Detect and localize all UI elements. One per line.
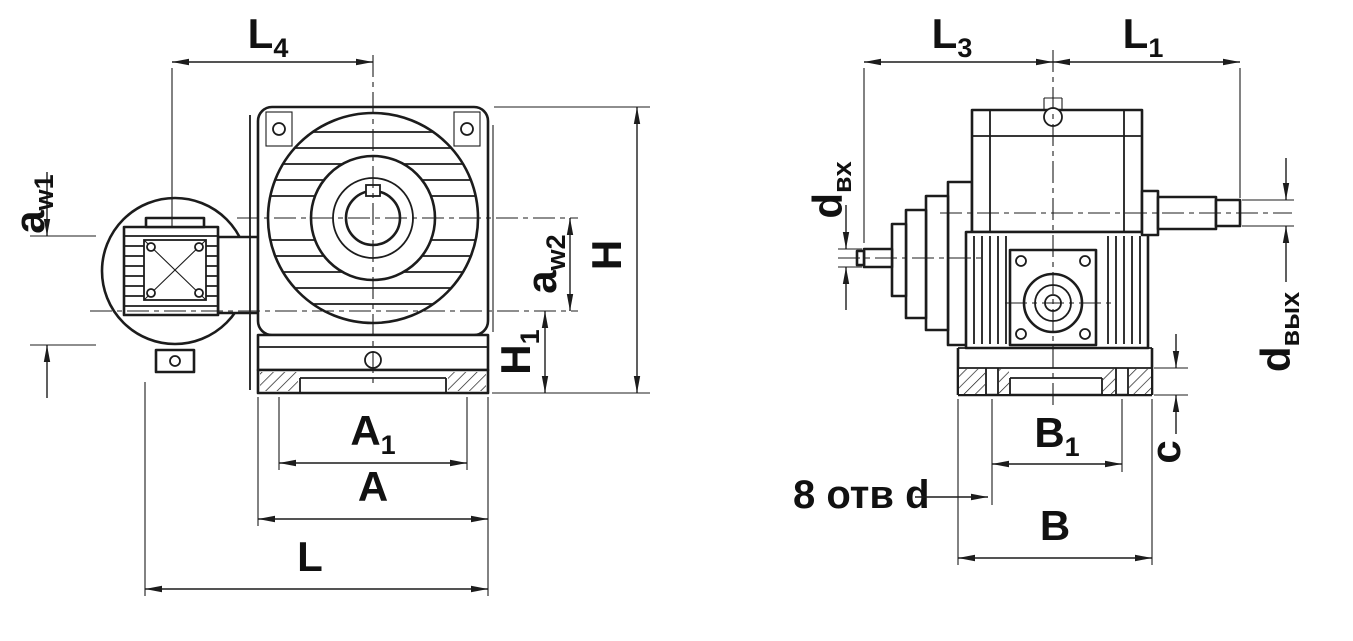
hatch-left-foot	[260, 372, 298, 391]
hatch-foot	[1129, 369, 1151, 394]
motor-unit	[100, 196, 260, 374]
dim-label-d-vh: dвх	[804, 161, 857, 218]
terminal-box-bolt	[146, 242, 156, 252]
svg-text:dвых: dвых	[1252, 292, 1305, 372]
dim-label-L4: L4	[248, 10, 289, 63]
adapter-housing	[216, 235, 260, 315]
hatch-foot	[999, 369, 1009, 394]
housing-bolt-right	[460, 122, 474, 136]
dim-label-L: L	[297, 533, 323, 580]
cover-bolt	[1079, 328, 1091, 340]
front-view: L4 aw1 aw2 H1 H A1	[6, 10, 650, 596]
flange-plate-3	[904, 208, 928, 320]
dim-label-B1: B1	[1034, 409, 1079, 462]
dim-label-H1: H1	[492, 329, 545, 374]
side-centerlines	[838, 50, 1292, 405]
housing-bolt-left	[272, 122, 286, 136]
dim-label-c: c	[1142, 440, 1189, 463]
terminal-box-bolt	[146, 288, 156, 298]
hatch-right-foot	[448, 372, 486, 391]
bolt-pocket-right	[453, 111, 481, 147]
svg-text:H1: H1	[492, 329, 545, 374]
cover-bolt	[1079, 255, 1091, 267]
upper-housing	[970, 108, 1144, 234]
side-view: L3 L1 dвх dвых B1 B	[793, 10, 1305, 565]
motor-top-cap	[144, 216, 206, 229]
svg-text:dвх: dвх	[804, 161, 857, 218]
side-dimensions: L3 L1 dвх dвых B1 B	[793, 10, 1305, 565]
cover-bolt	[1015, 255, 1027, 267]
dim-label-L1: L1	[1123, 10, 1164, 63]
hatch-foot	[959, 369, 985, 394]
svg-text:c: c	[1142, 440, 1189, 463]
dim-label-aw2: aw2	[518, 234, 571, 293]
dim-label-L3: L3	[932, 10, 973, 63]
svg-text:H: H	[583, 240, 630, 270]
dim-label-A1: A1	[350, 407, 395, 460]
motor-lug-bolt	[169, 355, 181, 367]
dim-label-H: H	[583, 240, 630, 270]
dim-label-B: B	[1040, 502, 1070, 549]
hatch-foot	[1103, 369, 1115, 394]
gear-housing	[249, 105, 494, 395]
side-housing	[964, 97, 1150, 350]
cover-bolt	[1015, 328, 1027, 340]
input-hub	[890, 222, 908, 298]
input-flange	[855, 180, 974, 347]
terminal-box-bolt	[194, 242, 204, 252]
dim-label-A: A	[358, 463, 388, 510]
dim-label-d-vyh: dвых	[1252, 292, 1305, 372]
bolt-pocket-left	[265, 111, 293, 147]
terminal-box-bolt	[194, 288, 204, 298]
svg-text:aw1: aw1	[6, 174, 59, 233]
svg-text:aw2: aw2	[518, 234, 571, 293]
flange-plate-2	[924, 194, 950, 332]
dim-label-aw1: aw1	[6, 174, 59, 233]
front-centerlines	[90, 55, 578, 388]
holes-note: 8 отв d	[793, 473, 930, 517]
front-dimensions: L4 aw1 aw2 H1 H A1	[6, 10, 650, 596]
side-base	[956, 347, 1154, 397]
side-ribs	[973, 236, 1141, 344]
